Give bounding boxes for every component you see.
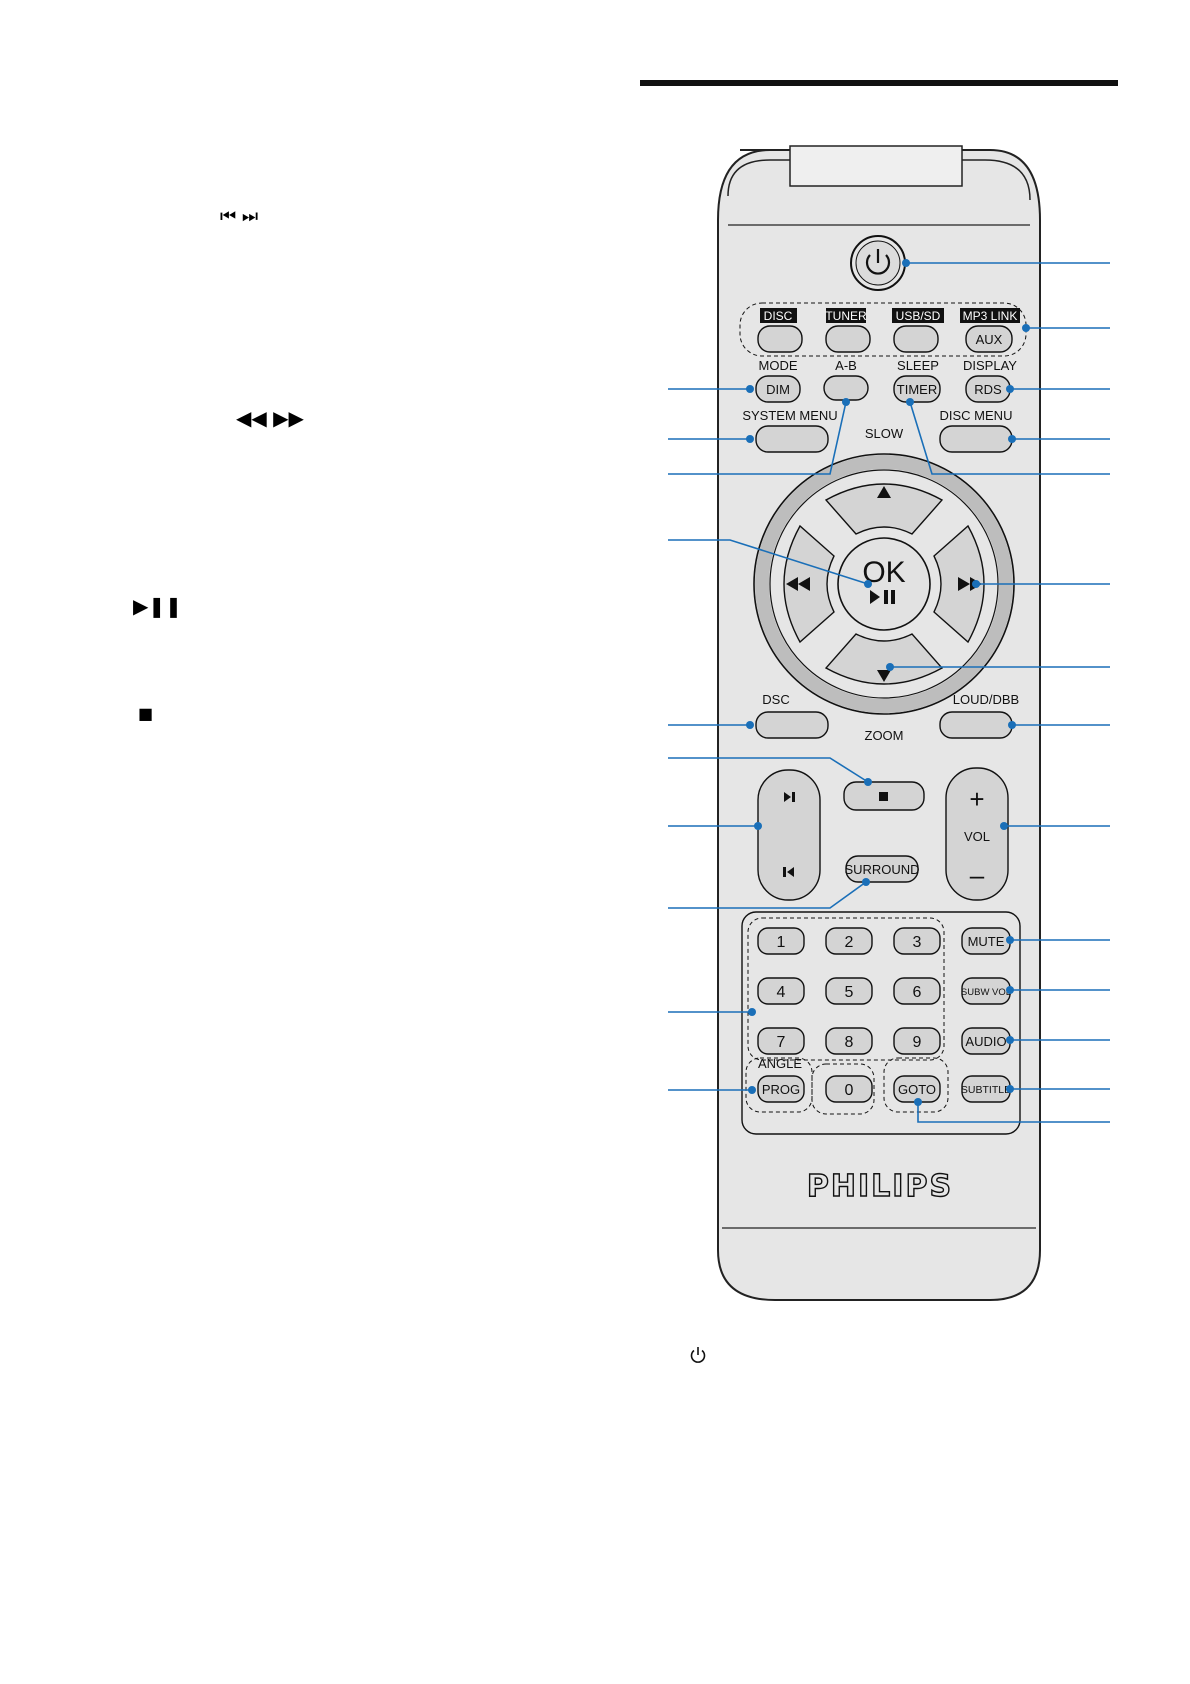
mp3-link-key-label: MP3 LINK	[963, 309, 1018, 323]
svg-text:TIMER: TIMER	[897, 382, 937, 397]
surround-button	[845, 855, 919, 883]
stop-icon: ■	[138, 704, 154, 723]
svg-text:7: 7	[777, 1034, 786, 1051]
ir-window	[789, 145, 963, 187]
svg-text:AUDIO: AUDIO	[965, 1034, 1006, 1049]
svg-text:RDS: RDS	[974, 382, 1002, 397]
tuner-key-label: TUNER	[825, 309, 867, 323]
tuner-button	[825, 325, 871, 353]
volume-rocker	[945, 767, 1009, 901]
svg-text:SUBW VOL: SUBW VOL	[961, 987, 1011, 998]
dsc-label: DSC	[762, 692, 789, 707]
skip-prev-next-icon: ⏮ ⏭	[220, 206, 259, 227]
svg-text:9: 9	[913, 1034, 922, 1051]
svg-text:0: 0	[845, 1082, 854, 1099]
svg-text:SUBTITLE: SUBTITLE	[961, 1084, 1011, 1096]
usb-sd-button	[893, 325, 939, 353]
dim-button	[755, 375, 801, 403]
svg-text:5: 5	[845, 984, 854, 1001]
svg-text:–: –	[970, 860, 985, 890]
dsc-button	[755, 711, 829, 739]
disc-button	[757, 325, 803, 353]
a-b-label: A-B	[835, 358, 857, 373]
loud-dbb-button	[939, 711, 1013, 739]
disc-menu-label: DISC MENU	[940, 408, 1013, 423]
svg-text:8: 8	[845, 1034, 854, 1051]
mode-label: MODE	[759, 358, 798, 373]
zoom-label: ZOOM	[865, 728, 904, 743]
svg-text:SURROUND: SURROUND	[844, 862, 919, 877]
svg-text:GOTO: GOTO	[898, 1082, 936, 1097]
svg-text:MUTE: MUTE	[968, 934, 1005, 949]
system-menu-label: SYSTEM MENU	[742, 408, 837, 423]
system-menu-button	[755, 425, 829, 453]
svg-text:1: 1	[777, 934, 786, 951]
aux-label: AUX	[976, 332, 1003, 347]
svg-text:3: 3	[913, 934, 922, 951]
brand-logo: PHILIPS	[807, 1169, 953, 1204]
a-b-button	[823, 375, 869, 401]
down-button	[824, 633, 944, 685]
number-keys: 1 2 3 4 5 6 7 8 9 0	[757, 927, 941, 1115]
section-rule	[640, 80, 1118, 86]
loud-dbb-label: LOUD/DBB	[953, 692, 1019, 707]
up-button	[824, 483, 944, 535]
svg-text:+: +	[969, 784, 984, 814]
svg-text:PROG: PROG	[762, 1082, 800, 1097]
svg-text:4: 4	[777, 984, 786, 1001]
play-pause-icon: ▶❚❚	[133, 594, 182, 618]
svg-text:DIM: DIM	[766, 382, 790, 397]
usb-sd-key-label: USB/SD	[896, 309, 941, 323]
prog-button	[757, 1075, 805, 1103]
ok-button	[837, 537, 931, 631]
disc-key-label: DISC	[764, 309, 793, 323]
skip-rocker	[757, 769, 821, 901]
disc-menu-button	[939, 425, 1013, 453]
slow-label: SLOW	[865, 426, 904, 441]
rewind-fastforward-icon: ◀◀ ▶▶	[236, 406, 304, 430]
display-label: DISPLAY	[963, 358, 1017, 373]
svg-text:6: 6	[913, 984, 922, 1001]
vol-label: VOL	[964, 829, 990, 844]
svg-text:2: 2	[845, 934, 854, 951]
angle-label: ANGLE	[758, 1056, 802, 1071]
aux-button	[965, 325, 1013, 353]
timer-button	[893, 375, 941, 403]
callouts-right	[886, 259, 1110, 1123]
power-icon	[690, 1347, 706, 1363]
sleep-label: SLEEP	[897, 358, 939, 373]
callouts-left	[668, 385, 872, 1094]
